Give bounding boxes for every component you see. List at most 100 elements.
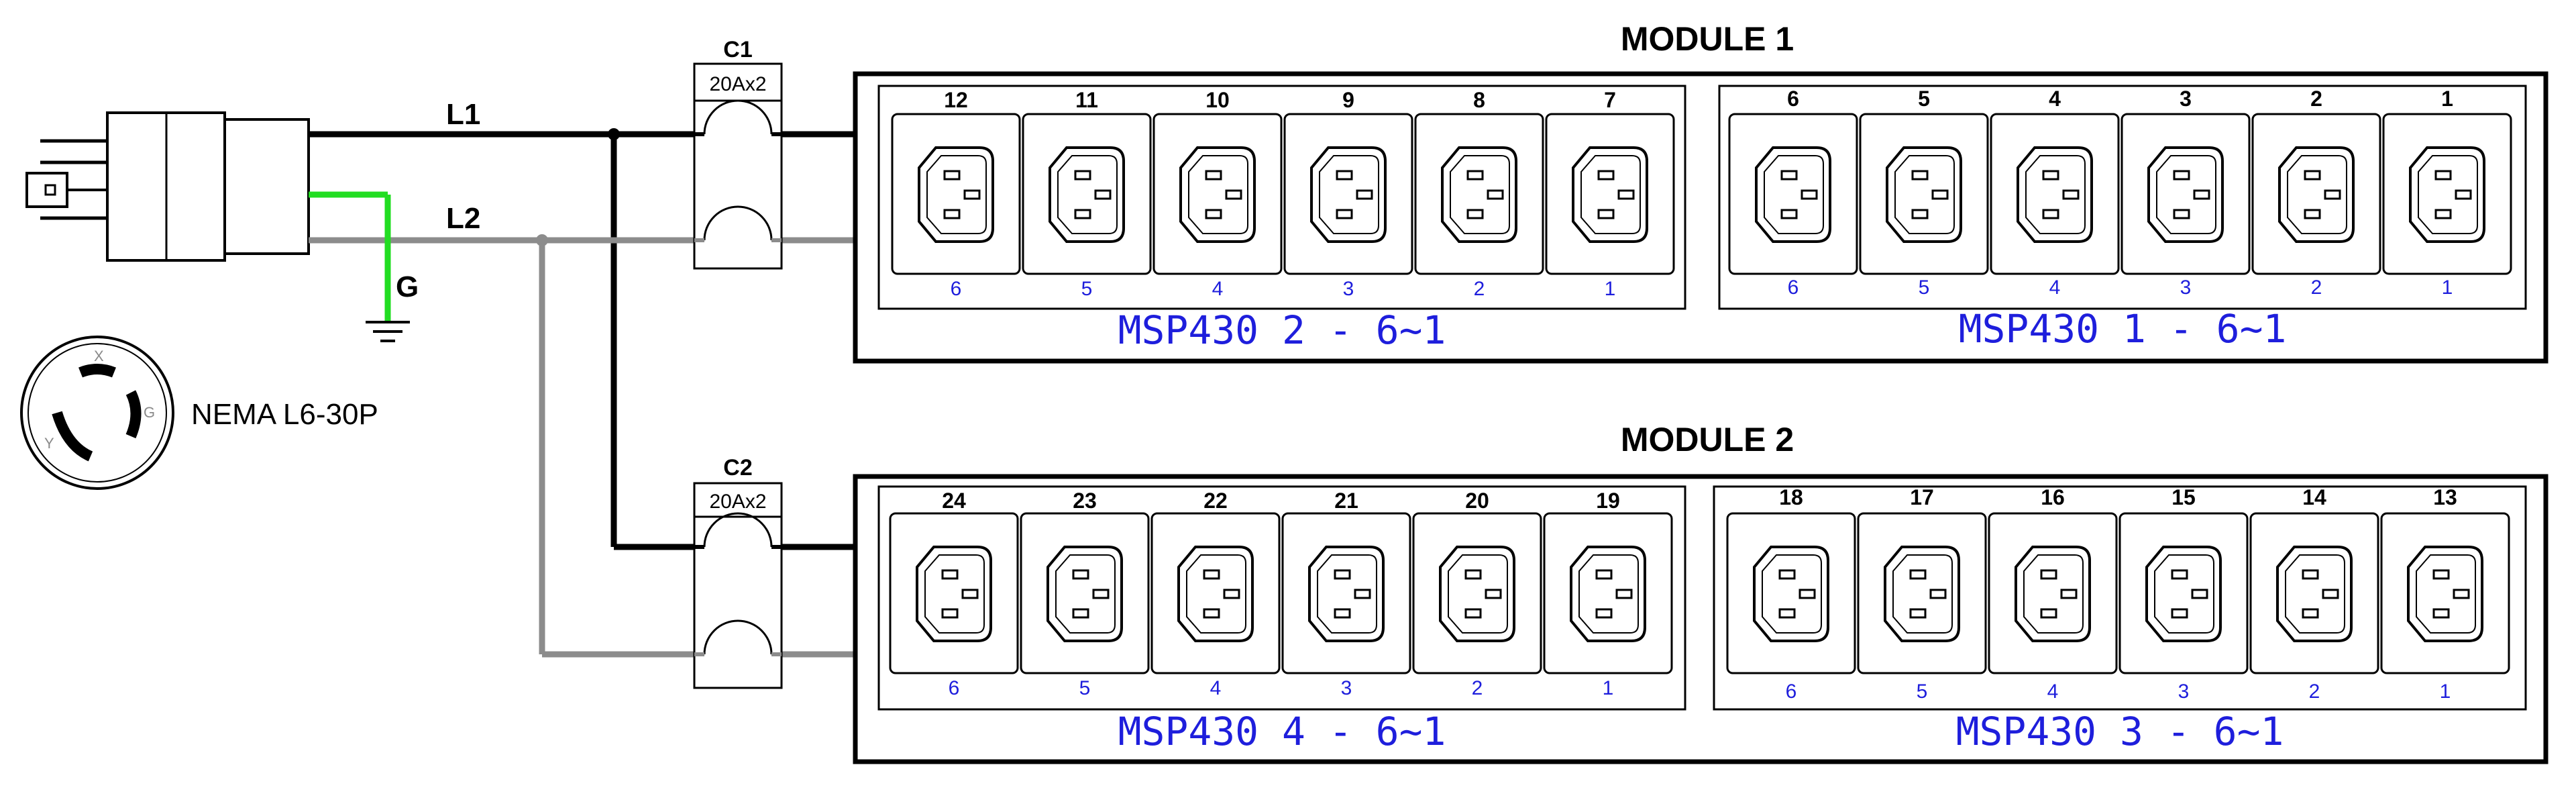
outlet-sub-number: 4	[2047, 680, 2059, 703]
iec-c13-outlet-icon	[1859, 113, 1989, 275]
iec-c13-outlet-icon	[1020, 512, 1150, 674]
nema-pin-y-label: Y	[44, 435, 54, 452]
outlet-number: 3	[2180, 87, 2192, 111]
outlet-sub-number: 6	[949, 677, 960, 699]
breaker-rating: 20Ax2	[709, 491, 766, 513]
outlet-sub-number: 5	[1919, 276, 1930, 299]
breaker-arc-top	[703, 512, 773, 548]
plug-latch-pin	[44, 184, 56, 196]
iec-c13-outlet-icon	[1283, 113, 1413, 275]
breaker-c2: C2 20Ax2	[693, 455, 783, 689]
outlet-number: 8	[1473, 88, 1485, 112]
module-title: MODULE 1	[1621, 20, 1794, 58]
outlet-number: 5	[1918, 87, 1930, 111]
outlet-number: 18	[1779, 485, 1803, 509]
iec-c13-outlet-icon	[2121, 113, 2251, 275]
outlet-sub-number: 6	[1786, 680, 1797, 703]
iec-c13-outlet-icon	[1281, 512, 1411, 674]
outlet-number: 7	[1604, 88, 1616, 112]
iec-c13-outlet-icon	[891, 113, 1021, 275]
outlet-sub-number: 1	[2442, 276, 2453, 299]
outlet-sub-number: 2	[2309, 680, 2320, 703]
outlet-number: 10	[1205, 88, 1230, 112]
outlet-number: 11	[1075, 88, 1098, 112]
plug-strain-relief	[223, 118, 310, 255]
breaker-label: C1	[723, 37, 752, 62]
outlet-sub-number: 6	[1788, 276, 1799, 299]
outlet-sub-number: 5	[1917, 680, 1928, 703]
wire-label-ground: G	[396, 270, 419, 303]
outlet-sub-number: 5	[1081, 278, 1093, 300]
outlet-group-caption: MSP430 1 - 6~1	[1959, 306, 2287, 352]
iec-c13-outlet-icon	[1022, 113, 1152, 275]
outlet-sub-number: 6	[951, 278, 962, 300]
iec-c13-outlet-icon	[1152, 113, 1283, 275]
outlet-sub-number: 5	[1079, 677, 1091, 699]
outlet-sub-number: 2	[1472, 677, 1483, 699]
iec-c13-outlet-icon	[2380, 512, 2510, 674]
ground-symbol-icon	[366, 321, 410, 342]
breaker-arc-bottom	[703, 205, 773, 241]
breaker-label: C2	[723, 455, 752, 481]
outlet-group-caption: MSP430 4 - 6~1	[1118, 709, 1446, 754]
outlet-number: 15	[2171, 485, 2196, 509]
nema-pin-x	[78, 364, 116, 378]
breaker-arc-bottom	[703, 619, 773, 655]
plug-drawing	[25, 111, 310, 262]
wires	[309, 128, 855, 658]
iec-c13-outlet-icon	[1412, 512, 1542, 674]
outlet-sub-number: 4	[1210, 677, 1222, 699]
outlet-sub-number: 1	[1605, 278, 1616, 300]
outlet-sub-number: 3	[1343, 278, 1354, 300]
nema-pin-y	[52, 411, 93, 462]
iec-c13-outlet-icon	[2251, 113, 2381, 275]
iec-c13-outlet-icon	[1988, 512, 2118, 674]
outlet-number: 1	[2441, 87, 2453, 111]
iec-c13-outlet-icon	[1857, 512, 1987, 674]
outlet-sub-number: 1	[1603, 677, 1614, 699]
outlet-number: 17	[1910, 485, 1934, 509]
outlet-sub-number: 2	[2311, 276, 2322, 299]
outlet-number: 9	[1342, 88, 1354, 112]
iec-c13-outlet-icon	[889, 512, 1019, 674]
outlet-number: 6	[1787, 87, 1799, 111]
iec-c13-outlet-icon	[1990, 113, 2120, 275]
breaker-rating: 20Ax2	[709, 73, 766, 95]
module-title: MODULE 2	[1621, 421, 1794, 458]
outlet-number: 14	[2302, 485, 2326, 509]
outlet-number: 19	[1596, 489, 1620, 513]
plug-name: NEMA L6-30P	[191, 398, 378, 431]
outlet-sub-number: 1	[2440, 680, 2451, 703]
outlet-sub-number: 3	[2180, 276, 2192, 299]
outlet-number: 24	[942, 489, 966, 513]
iec-c13-outlet-icon	[1545, 113, 1675, 275]
nema-plug-face: X G Y	[20, 336, 174, 490]
outlet-number: 4	[2049, 87, 2061, 111]
outlet-sub-number: 4	[2049, 276, 2061, 299]
iec-c13-outlet-icon	[1726, 512, 1856, 674]
wire-label-l1: L1	[446, 98, 480, 131]
iec-c13-outlet-icon	[1150, 512, 1281, 674]
outlet-number: 20	[1465, 489, 1489, 513]
nema-pin-g-label: G	[144, 404, 155, 421]
breaker-arc-top	[703, 99, 773, 135]
breaker-c1: C1 20Ax2	[693, 37, 783, 270]
outlet-number: 21	[1334, 489, 1358, 513]
outlet-number: 22	[1203, 489, 1228, 513]
iec-c13-outlet-icon	[2382, 113, 2512, 275]
outlet-sub-number: 3	[2178, 680, 2190, 703]
outlet-number: 23	[1073, 489, 1097, 513]
outlet-group-caption: MSP430 2 - 6~1	[1118, 307, 1446, 353]
iec-c13-outlet-icon	[1414, 113, 1544, 275]
iec-c13-outlet-icon	[2118, 512, 2249, 674]
nema-pin-g	[125, 390, 142, 439]
outlet-sub-number: 2	[1474, 278, 1485, 300]
nema-pin-x-label: X	[94, 348, 104, 364]
outlet-number: 2	[2310, 87, 2322, 111]
